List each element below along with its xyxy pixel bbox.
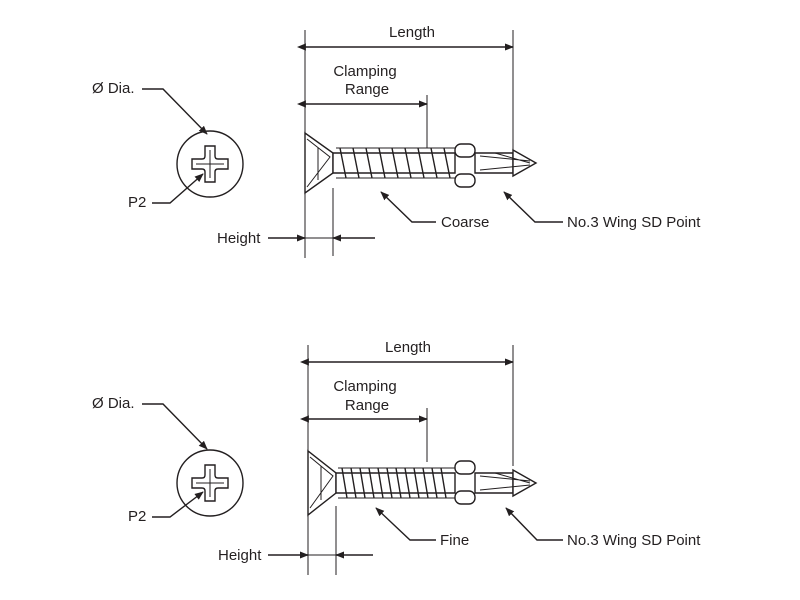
point-callout: No.3 Wing SD Point <box>503 191 701 231</box>
length-label: Length <box>385 339 431 356</box>
height-label: Height <box>217 230 261 247</box>
clamping-label-line2: Range <box>345 397 389 414</box>
thread-callout: Coarse <box>380 191 489 231</box>
length-dimension: Length <box>296 24 514 258</box>
diagram-coarse: Length Clamping Range Ø Dia. P2 <box>92 24 701 258</box>
point-label: No.3 Wing SD Point <box>567 532 701 549</box>
wing-bottom <box>454 173 476 188</box>
clamping-label-line1: Clamping <box>333 378 396 395</box>
phillips-drive-icon <box>191 145 229 183</box>
height-dimension: Height <box>217 188 375 256</box>
thread-label: Fine <box>440 532 469 549</box>
screw-side-view <box>304 131 538 195</box>
diagram-fine: Length Clamping Range Ø Dia. P2 <box>92 339 701 575</box>
head-end-view: Ø Dia. P2 <box>92 395 244 525</box>
drive-label: P2 <box>128 194 146 211</box>
fine-thread <box>341 467 447 499</box>
wing-top <box>454 460 476 475</box>
thread-label: Coarse <box>441 214 489 231</box>
thread-callout: Fine <box>375 507 469 549</box>
phillips-drive-icon <box>191 464 229 502</box>
wing-top <box>454 143 476 158</box>
clamping-label-line1: Clamping <box>333 63 396 80</box>
coarse-thread <box>339 147 451 179</box>
wing-bottom <box>454 490 476 505</box>
diameter-label: Ø Dia. <box>92 395 135 412</box>
clamping-range-dimension: Clamping Range <box>296 63 428 148</box>
diameter-label: Ø Dia. <box>92 80 135 97</box>
height-label: Height <box>218 547 262 564</box>
point-callout: No.3 Wing SD Point <box>505 507 701 549</box>
head-end-view: Ø Dia. P2 <box>92 80 244 211</box>
clamping-label-line2: Range <box>345 81 389 98</box>
height-dimension: Height <box>218 506 373 575</box>
point-label: No.3 Wing SD Point <box>567 214 701 231</box>
screw-side-view <box>307 449 538 517</box>
drive-label: P2 <box>128 508 146 525</box>
length-label: Length <box>389 24 435 41</box>
clamping-range-dimension: Clamping Range <box>299 378 428 462</box>
